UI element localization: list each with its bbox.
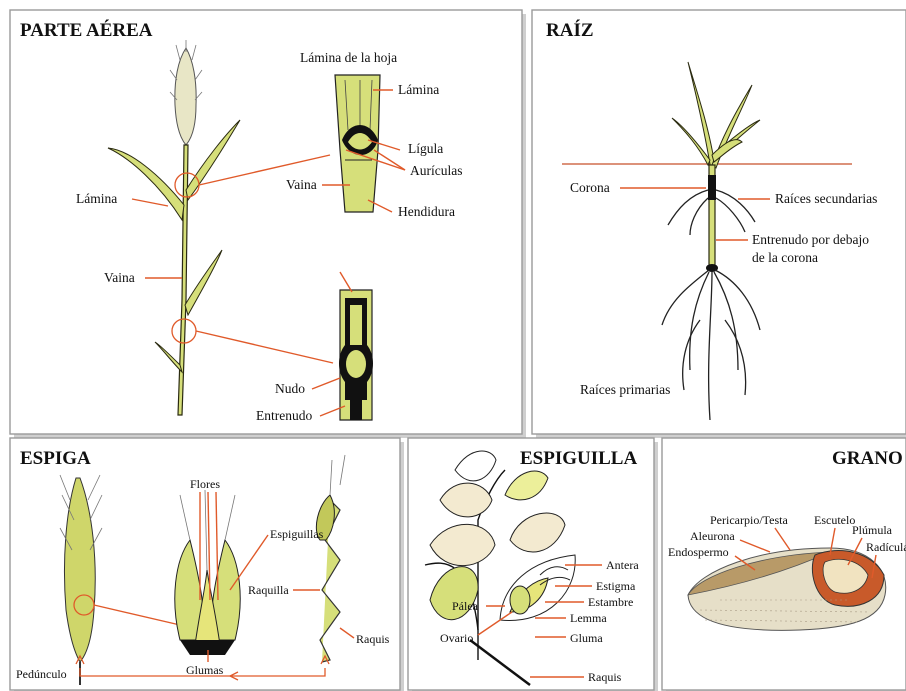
label-auriculas: Aurículas [410, 163, 462, 178]
panel-title-parte-aerea: PARTE AÉREA [20, 19, 153, 41]
label-estambre: Estambre [588, 595, 633, 609]
label-radicula: Radícula [866, 540, 906, 554]
label-plumula: Plúmula [852, 523, 893, 537]
node-section-illustration [339, 272, 373, 420]
label-vaina-left: Vaina [104, 270, 135, 285]
label-hendidura: Hendidura [398, 204, 455, 219]
label-lamina-left: Lámina [76, 191, 117, 206]
label-escutelo: Escutelo [814, 513, 855, 527]
label-entrenudo-line1: Entrenudo por debajo [752, 232, 869, 247]
label-lamina-top: Lámina [398, 82, 439, 97]
label-glumas: Glumas [186, 663, 224, 677]
label-antera: Antera [606, 558, 639, 572]
label-entrenudo-line2: de la corona [752, 250, 818, 265]
label-aleurona: Aleurona [690, 529, 735, 543]
panel-espiga: ESPIGA Flores Espi [10, 438, 404, 691]
panel-parte-aerea: PARTE AÉREA [10, 10, 526, 438]
label-vaina-right: Vaina [286, 177, 317, 192]
label-flores: Flores [190, 477, 220, 491]
panel-espiguilla: ESPIGUILLA Antera Estigma Estambre Pálea… [408, 438, 658, 691]
panel-title-raiz: RAÍZ [546, 19, 594, 41]
label-raices-primarias: Raíces primarias [580, 382, 670, 397]
panel-raiz: RAÍZ Corona [532, 10, 906, 438]
panel-title-grano: GRANO [832, 448, 903, 469]
label-palea: Pálea [452, 599, 479, 613]
label-nudo: Nudo [275, 381, 305, 396]
label-lemma: Lemma [570, 611, 607, 625]
label-lamina-de-la-hoja: Lámina de la hoja [300, 50, 397, 65]
label-raquilla: Raquilla [248, 583, 289, 597]
panel-title-espiguilla: ESPIGUILLA [520, 448, 637, 469]
label-ovario: Ovario [440, 631, 473, 645]
label-estigma: Estigma [596, 579, 636, 593]
panel-grano: GRANO Pericarpio/Testa Escutelo Aleurona… [662, 438, 906, 691]
label-raquis-espiga: Raquis [356, 632, 390, 646]
label-pedunculo: Pedúnculo [16, 667, 67, 681]
label-ligula: Lígula [408, 141, 443, 156]
label-gluma: Gluma [570, 631, 603, 645]
panel-title-espiga: ESPIGA [20, 448, 91, 469]
label-pericarpio: Pericarpio/Testa [710, 513, 788, 527]
label-raquis-espiguilla: Raquis [588, 670, 622, 684]
label-corona: Corona [570, 180, 610, 195]
label-raices-secundarias: Raíces secundarias [775, 191, 877, 206]
label-espiguillas: Espiguillas [270, 527, 324, 541]
label-endospermo: Endospermo [668, 545, 729, 559]
label-entrenudo: Entrenudo [256, 408, 312, 423]
